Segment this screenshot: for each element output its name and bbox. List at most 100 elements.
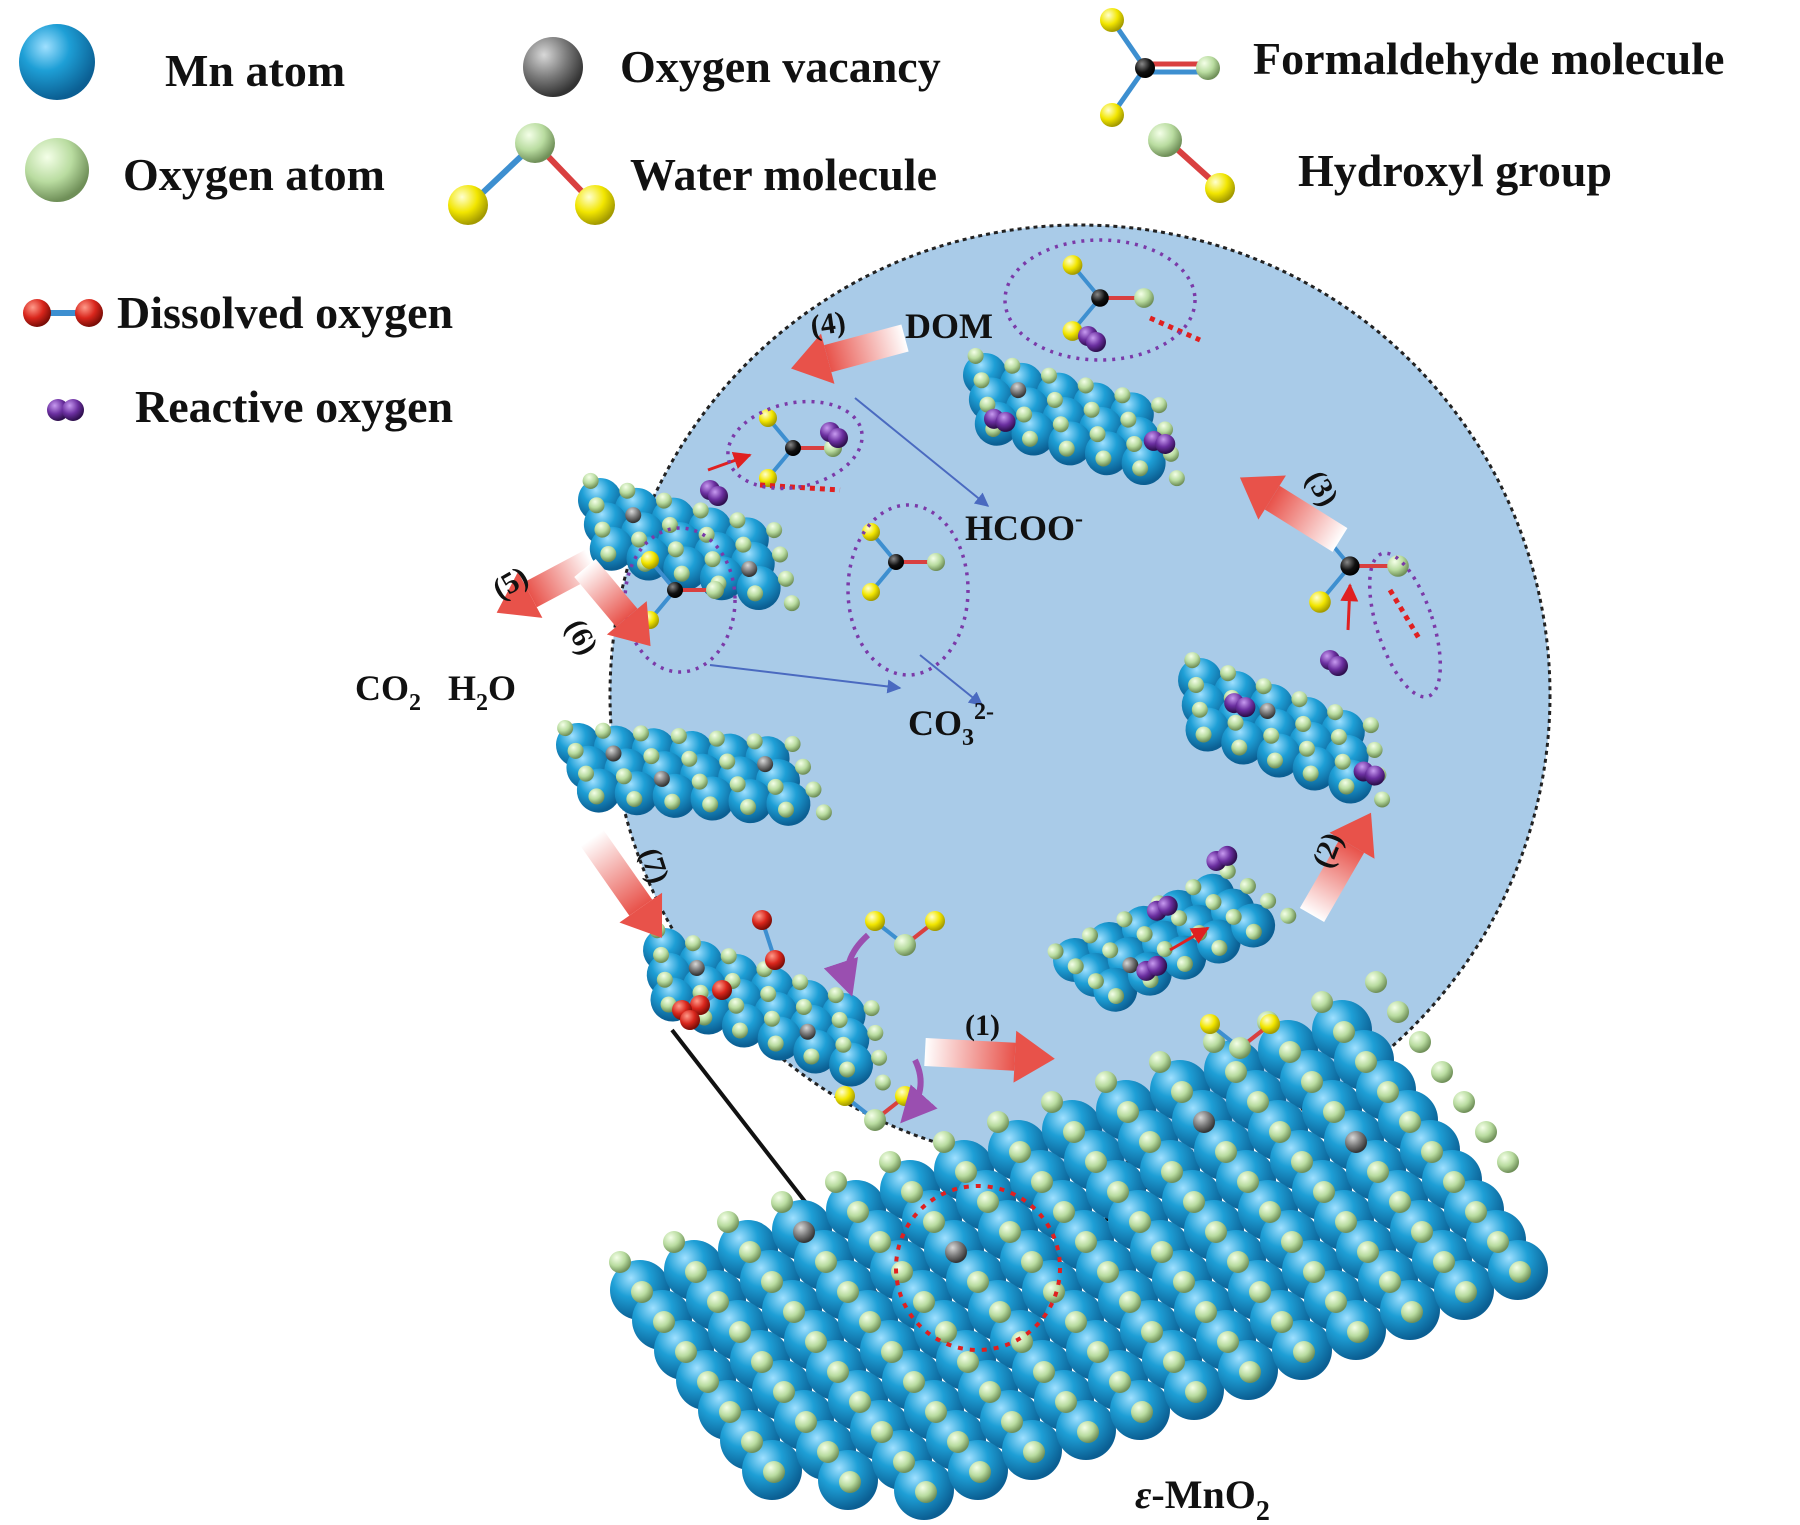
slab-oxygen-atom	[803, 1048, 820, 1065]
legend-icons	[19, 8, 1235, 421]
substrate-oxygen-atom	[1149, 1051, 1171, 1073]
substrate-oxygen-atom	[675, 1341, 697, 1363]
substrate-oxygen-atom	[1023, 1441, 1045, 1463]
slab-oxygen-atom	[1280, 907, 1297, 924]
arrow-to-hcoo	[854, 397, 990, 507]
oxygen-atom	[927, 553, 945, 571]
slab-oxygen-vacancy	[757, 756, 774, 773]
substrate-oxygen-atom	[1021, 1251, 1043, 1273]
slab-oxygen-vacancy	[1010, 382, 1027, 399]
slab-reactive-oxygen	[1217, 845, 1238, 866]
slab-oxygen-atom	[1083, 401, 1100, 418]
substrate-oxygen-atom	[1217, 1331, 1239, 1353]
substrate-oxygen-atom	[1347, 1321, 1369, 1343]
slab-oxygen-atom	[1132, 460, 1149, 477]
catalyst-slab	[1047, 845, 1297, 1012]
slab-oxygen-vacancy	[688, 959, 705, 976]
substrate-oxygen-atom	[849, 1391, 871, 1413]
substrate-oxygen-atom	[1367, 1161, 1389, 1183]
slab-oxygen-atom	[1255, 678, 1272, 695]
substrate-oxygen-atom	[1237, 1171, 1259, 1193]
slab-oxygen-atom	[1295, 715, 1312, 732]
substrate-oxygen-atom	[795, 1411, 817, 1433]
carbon-atom	[785, 440, 801, 456]
oxygen-atom	[1229, 1037, 1251, 1059]
substrate-oxygen-atom	[817, 1441, 839, 1463]
slab-oxygen-atom	[1151, 397, 1168, 414]
substrate-oxygen-atom	[1225, 1061, 1247, 1083]
slab-oxygen-atom	[795, 758, 812, 775]
slab-oxygen-atom	[1334, 753, 1351, 770]
hydrogen-atom	[1260, 1014, 1280, 1034]
slab-oxygen-atom	[1168, 470, 1185, 487]
legend-label-reactive-oxygen: Reactive oxygen	[135, 381, 454, 432]
label-co3-sub: 3	[962, 725, 974, 751]
slab-oxygen-atom	[1156, 941, 1173, 958]
substrate-oxygen-atom	[1335, 1211, 1357, 1233]
step-arrow-7	[580, 829, 663, 938]
substrate-oxygen-atom	[979, 1381, 1001, 1403]
slab-oxygen-atom	[767, 778, 784, 795]
substrate-oxygen-atom	[1087, 1341, 1109, 1363]
slab-oxygen-atom	[729, 776, 746, 793]
dissolved-oxygen-molecule	[672, 1000, 700, 1030]
label-dom: DOM	[905, 306, 993, 346]
slab-oxygen-atom	[1266, 752, 1283, 769]
substrate-oxygen-atom	[1151, 1241, 1173, 1263]
formaldehyde-molecule	[759, 409, 842, 487]
step-label-4: (4)	[808, 305, 847, 343]
substrate-oxygen-atom	[1455, 1281, 1477, 1303]
substrate-oxygen-atom	[955, 1161, 977, 1183]
oxygen-atom	[1387, 555, 1409, 577]
substrate-oxygen-atom	[1453, 1091, 1475, 1113]
substrate-oxygen-atom	[1333, 1021, 1355, 1043]
substrate-oxygen-atom	[1475, 1121, 1497, 1143]
adsorption-arrow	[823, 932, 871, 997]
substrate-oxygen-atom	[1117, 1101, 1139, 1123]
substrate-oxygen-atom	[1377, 1081, 1399, 1103]
slab-oxygen-atom	[1220, 665, 1237, 682]
slab-oxygen-atom	[1116, 911, 1133, 928]
slab-reactive-oxygen	[1147, 955, 1168, 976]
hydrogen-atom	[759, 469, 777, 487]
substrate-oxygen-atom	[1043, 1281, 1065, 1303]
substrate-oxygen-atom	[1009, 1141, 1031, 1163]
slab-oxygen-atom	[656, 971, 673, 988]
substrate-oxygen-atom	[739, 1241, 761, 1263]
step-arrow-3	[1239, 475, 1348, 552]
substrate-oxygen-atom	[901, 1181, 923, 1203]
slab-oxygen-atom	[1046, 391, 1063, 408]
substrate-oxygen-atom	[839, 1471, 861, 1493]
slab-oxygen-atom	[1058, 440, 1075, 457]
substrate-oxygen-atom	[1323, 1101, 1345, 1123]
slab-oxygen-atom	[979, 396, 996, 413]
oxygen-atom	[752, 910, 772, 930]
substrate-oxygen-atom	[1487, 1231, 1509, 1253]
substrate-oxygen-atom	[609, 1251, 631, 1273]
substrate-oxygen-atom	[1205, 1221, 1227, 1243]
slab-oxygen-atom	[595, 722, 612, 739]
substrate-selection-circle	[894, 1184, 1062, 1352]
substrate-oxygen-atom	[1291, 1151, 1313, 1173]
hydrogen-atom	[1062, 255, 1083, 275]
slab-oxygen-atom	[863, 1000, 880, 1017]
slab-oxygen-atom	[1191, 701, 1208, 718]
slab-oxygen-atom	[1245, 923, 1262, 940]
slab-oxygen-atom	[691, 773, 708, 790]
substrate-oxygen-atom	[879, 1151, 901, 1173]
slab-oxygen-atom	[588, 788, 605, 805]
substrate-oxygen-atom	[1031, 1171, 1053, 1193]
slab-oxygen-vacancy	[1259, 702, 1276, 719]
legend-dissolved-oxygen-icon	[23, 299, 103, 327]
legend-reactive-oxygen-icon	[47, 399, 84, 421]
slab-oxygen-atom	[1052, 416, 1069, 433]
substrate-oxygen-atom	[719, 1401, 741, 1423]
oxygen-atom	[765, 950, 785, 970]
slab-oxygen-atom	[698, 526, 715, 543]
oxygen-atom	[1134, 288, 1154, 308]
slab-oxygen-atom	[731, 1022, 748, 1039]
slab-oxygen-atom	[784, 735, 801, 752]
slab-oxygen-atom	[1041, 367, 1058, 384]
carbon-atom	[888, 554, 904, 570]
slab-oxygen-atom	[1102, 942, 1119, 959]
